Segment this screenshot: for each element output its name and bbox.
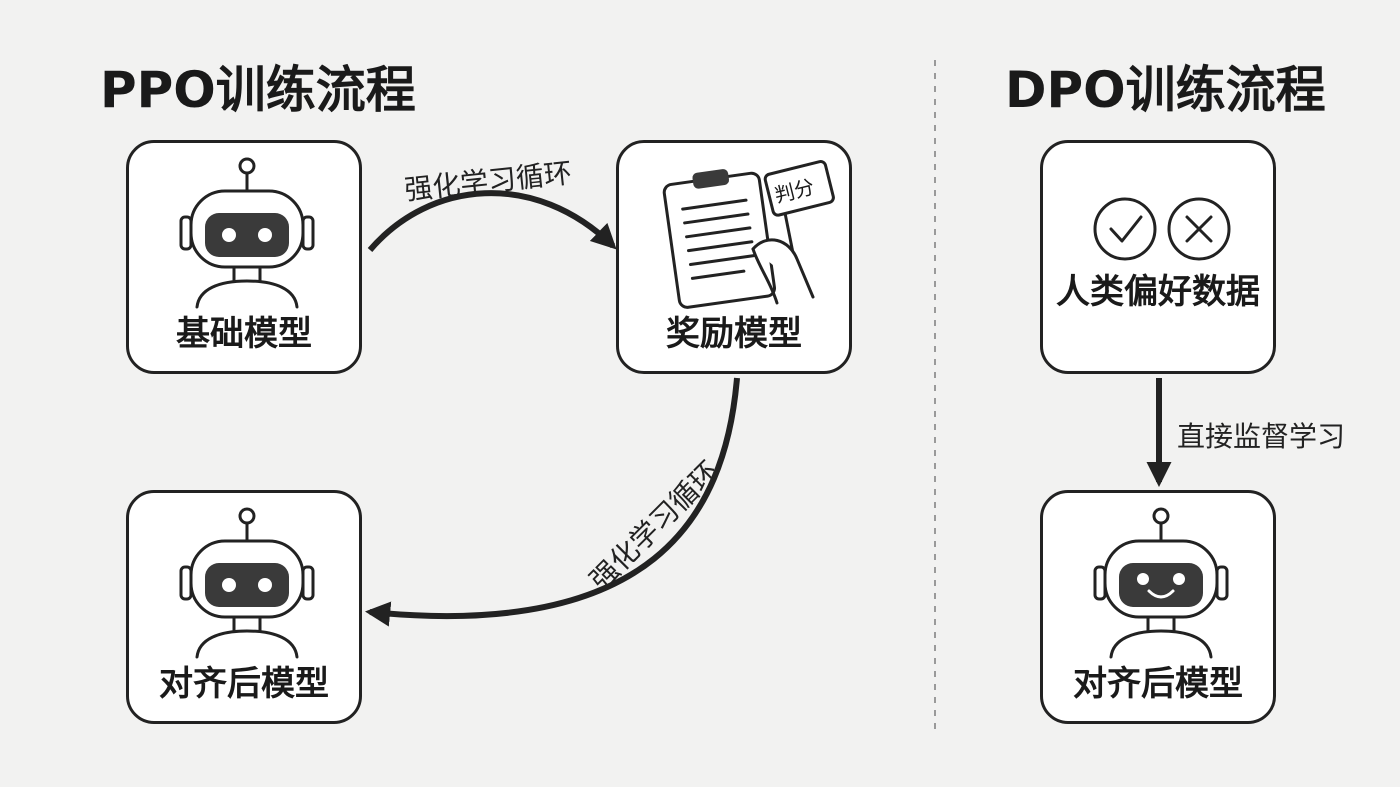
ppo-reward-model-node: 判分 奖励模型 xyxy=(616,140,852,374)
dpo-aligned-model-label: 对齐后模型 xyxy=(1073,664,1243,704)
dpo-preference-data-node: 人类偏好数据 xyxy=(1040,140,1276,374)
dpo-preference-data-label: 人类偏好数据 xyxy=(1056,272,1260,312)
check-circle-icon xyxy=(1093,197,1157,261)
ppo-reward-model-label: 奖励模型 xyxy=(666,314,802,354)
ppo-aligned-model-node: 对齐后模型 xyxy=(126,490,362,724)
clipboard-score-icon xyxy=(662,160,835,309)
robot-icon xyxy=(179,157,315,309)
ppo-aligned-model-label: 对齐后模型 xyxy=(159,664,329,704)
dpo-aligned-model-node: 对齐后模型 xyxy=(1040,490,1276,724)
x-circle-icon xyxy=(1167,197,1231,261)
smiling-robot-icon xyxy=(1093,507,1229,659)
robot-icon xyxy=(179,507,315,659)
ppo-base-model-label: 基础模型 xyxy=(176,314,312,354)
ppo-base-model-node: 基础模型 xyxy=(126,140,362,374)
ppo-title: PPO训练流程 xyxy=(100,61,416,119)
dpo-edge-label: 直接监督学习 xyxy=(1177,420,1346,453)
ppo-arrow-reward-to-aligned xyxy=(364,377,740,627)
preference-icons xyxy=(1093,197,1231,261)
ppo-arrow-base-to-reward xyxy=(367,190,617,252)
dpo-title: DPO训练流程 xyxy=(1005,61,1326,119)
